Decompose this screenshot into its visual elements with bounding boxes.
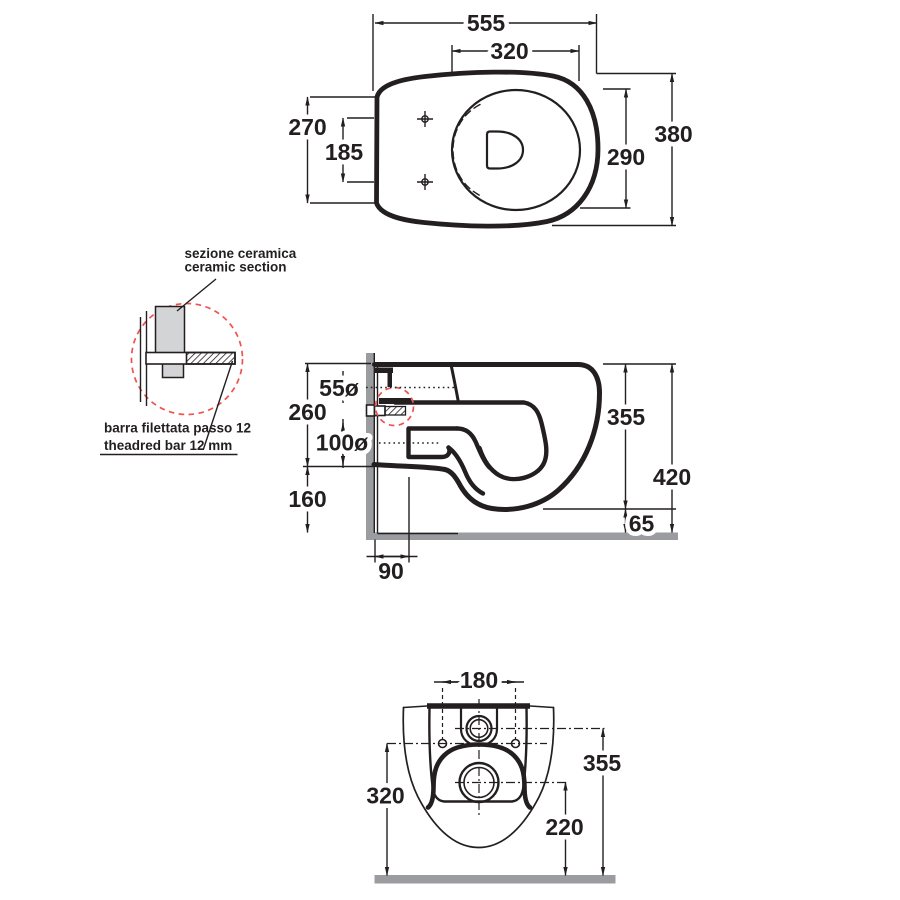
side-wall-face-line — [373, 353, 458, 535]
side-extension-lines — [303, 362, 676, 563]
dim-label-inlet-center-height: 260 — [288, 399, 326, 425]
rear-centerlines — [387, 699, 605, 818]
side-profile-outline — [371, 362, 602, 512]
side-trap-channel — [454, 426, 492, 470]
dim-label-fixing-hole-spacing: 180 — [460, 667, 498, 693]
side-threaded-rod — [384, 405, 407, 416]
rear-view: 180 320 355 220 — [362, 663, 626, 884]
dim-label-seat-hole-spacing: 185 — [325, 139, 364, 165]
dim-label-rear-left-height: 320 — [366, 783, 404, 809]
dim-label-overall-depth: 380 — [654, 121, 692, 147]
note-threaded-bar-it: barra filettata passo 12 — [104, 421, 251, 436]
dim-label-inner-width: 320 — [490, 38, 528, 64]
dim-label-outlet-diameter: 100ø — [316, 430, 368, 456]
detail-ceramic-lower — [161, 362, 185, 379]
dim-label-outlet-offset: 90 — [378, 558, 404, 584]
dim-label-bowl-depth: 290 — [607, 144, 645, 170]
side-bowl-back-line — [450, 365, 460, 404]
side-bowl-inner-line — [392, 400, 549, 482]
dim-label-overall-height: 420 — [653, 464, 691, 490]
side-wall — [366, 353, 374, 533]
seat-hole-mark-top — [417, 111, 433, 127]
top-view: 555 320 270 185 290 380 — [284, 6, 697, 229]
side-view: 55ø 260 100ø 160 355 420 65 90 — [284, 353, 696, 589]
rear-floor — [374, 875, 616, 884]
top-view-bowl-rim — [450, 88, 582, 212]
side-detail-marker-circle — [374, 386, 415, 427]
rear-outer-outline — [402, 706, 555, 849]
top-view-flush-hole — [485, 130, 525, 170]
note-threaded-bar-en: theadred bar 12 mm — [104, 438, 232, 453]
dim-label-lower-height: 160 — [288, 486, 326, 512]
rear-hole-dashed-extensions — [441, 688, 517, 740]
dim-label-bottom-clearance: 65 — [629, 511, 655, 537]
dim-label-rim-height: 355 — [607, 404, 646, 430]
side-floor — [366, 532, 678, 540]
rear-top-corners — [402, 705, 555, 709]
detail-leader-bar — [202, 360, 234, 450]
detail-leader-ceramic — [176, 278, 217, 312]
dim-label-overall-width: 555 — [467, 10, 506, 36]
dim-label-left-depth: 270 — [288, 114, 326, 140]
side-wall-bracket — [365, 367, 411, 417]
seat-hole-mark-bottom — [417, 174, 433, 190]
top-view-outer-outline — [374, 69, 601, 229]
detail-view: sezione ceramica ceramic section barra f… — [100, 246, 297, 456]
top-view-extension-lines — [310, 14, 676, 227]
detail-ceramic-upper — [154, 305, 186, 354]
dim-label-rear-outlet-height: 220 — [545, 814, 583, 840]
dim-label-inlet-diameter: 55ø — [319, 375, 359, 401]
top-view-bowl-dashed-arc — [452, 103, 481, 197]
rear-arch — [425, 742, 533, 810]
note-ceramic-section-it: sezione ceramica — [185, 246, 297, 261]
dim-label-rear-inlet-height: 355 — [583, 750, 622, 776]
detail-threaded-bar-hatch — [185, 351, 236, 365]
side-trap-lower-line — [446, 445, 486, 496]
note-ceramic-section-en: ceramic section — [185, 260, 287, 275]
